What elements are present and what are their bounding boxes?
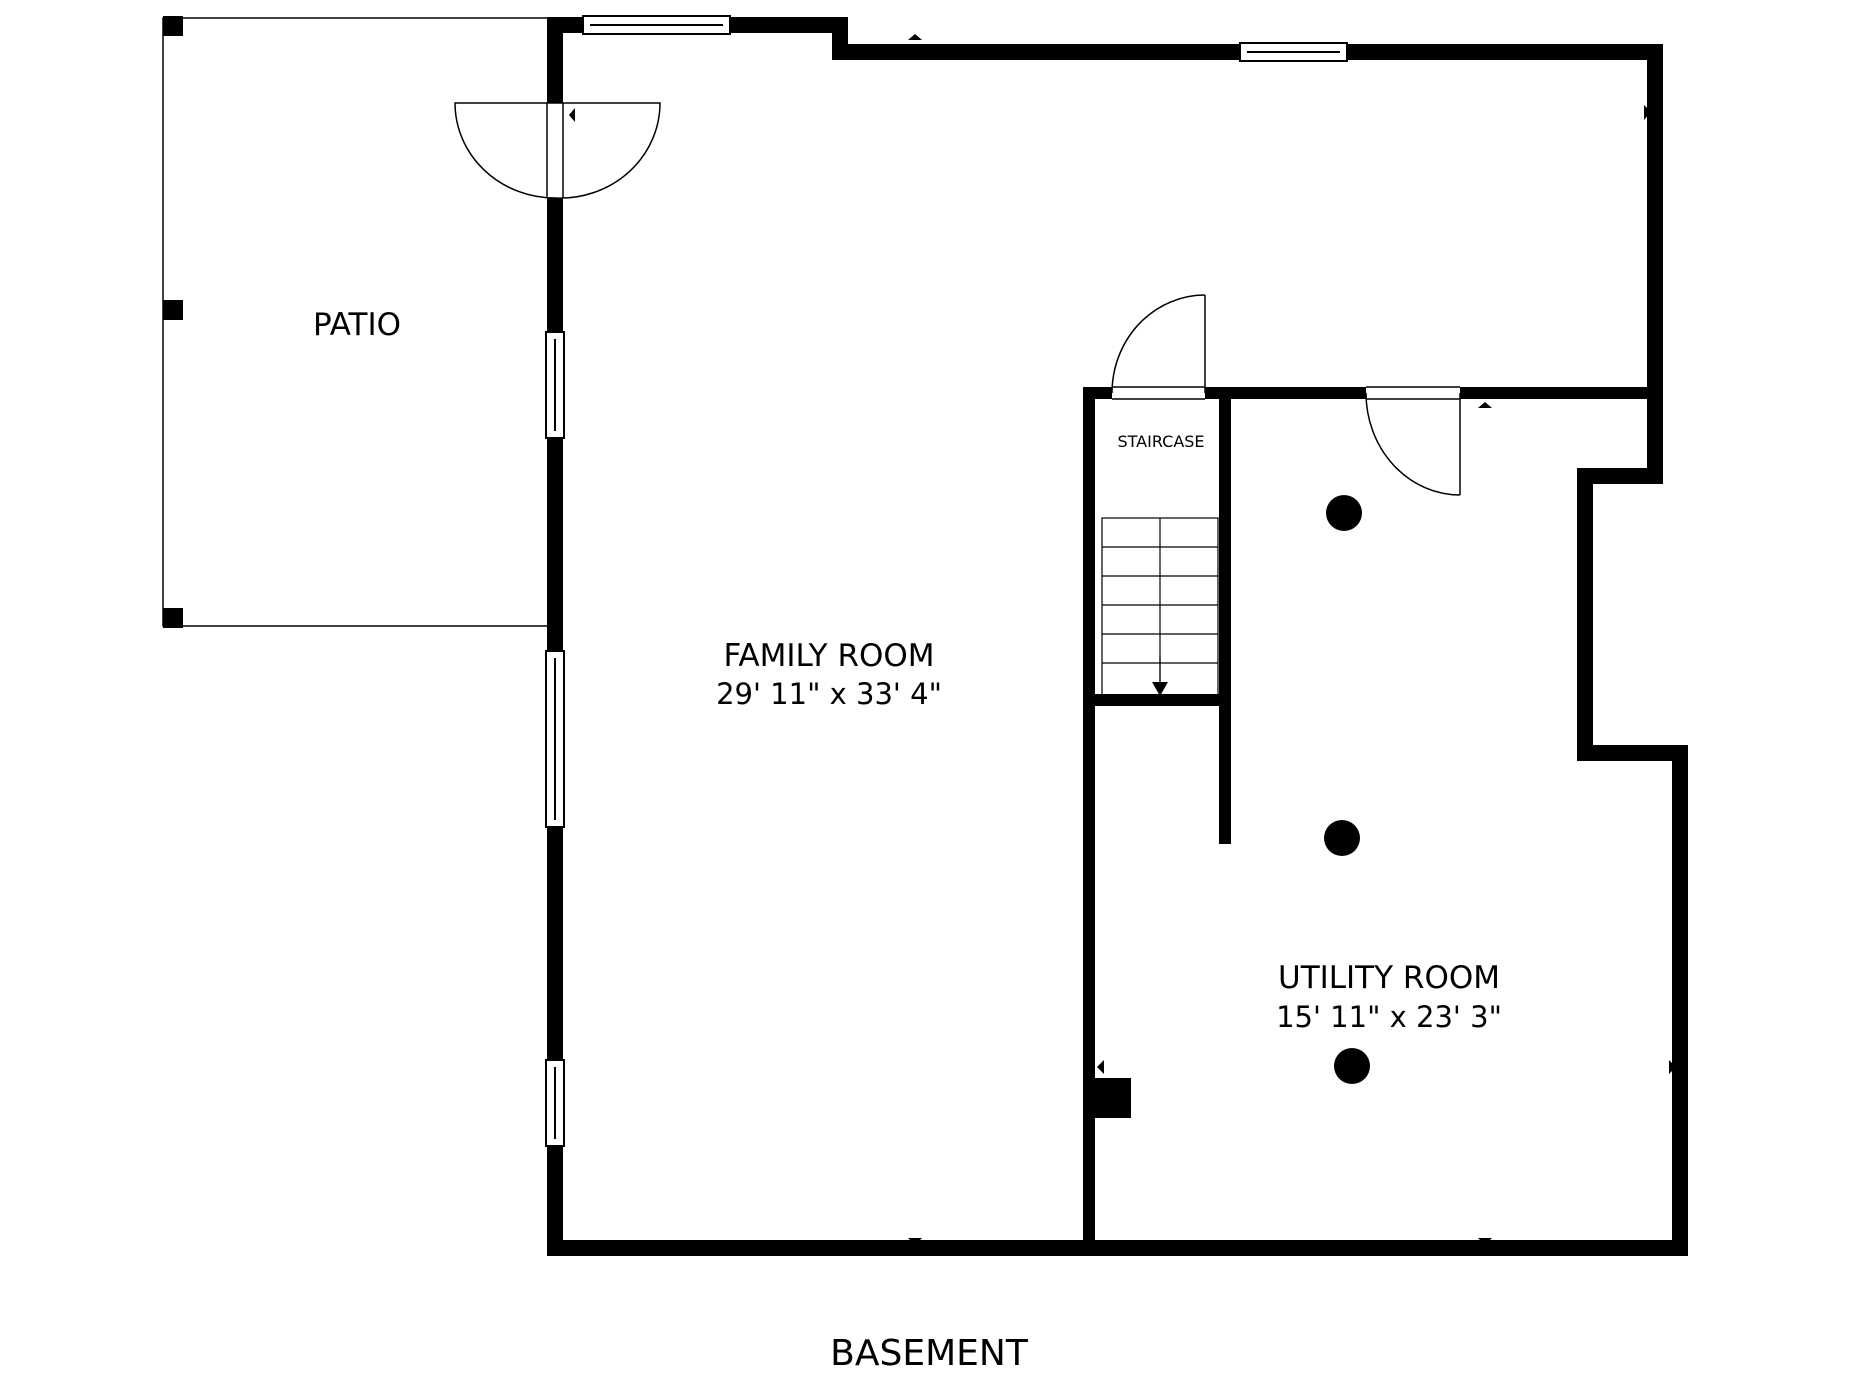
family-room-label: FAMILY ROOM — [723, 638, 934, 674]
utility-room-label: UTILITY ROOM — [1278, 960, 1500, 996]
column — [1334, 1048, 1370, 1084]
stairs — [1101, 517, 1219, 697]
patio-post — [163, 608, 183, 628]
staircase-label: STAIRCASE — [1117, 432, 1204, 451]
windows — [545, 15, 1348, 1147]
staircase-door — [1111, 294, 1206, 400]
utility-fixture — [1089, 1078, 1131, 1118]
patio-double-door — [454, 102, 661, 199]
family-room-dimensions: 29' 11" x 33' 4" — [716, 677, 942, 711]
support-columns — [1089, 495, 1370, 1118]
utility-room-dimensions: 15' 11" x 23' 3" — [1276, 1000, 1502, 1034]
floor-title: BASEMENT — [830, 1333, 1029, 1374]
column — [1326, 495, 1362, 531]
utility-door — [1365, 386, 1461, 496]
patio-post — [163, 300, 183, 320]
wall-markers — [569, 34, 1676, 1245]
column — [1324, 820, 1360, 856]
patio-area — [162, 16, 551, 628]
exterior-walls — [547, 17, 1688, 1256]
interior-walls — [1083, 387, 1658, 1248]
patio-post — [163, 16, 183, 36]
patio-label: PATIO — [313, 307, 401, 343]
stair-direction-arrow-icon — [1152, 682, 1168, 696]
